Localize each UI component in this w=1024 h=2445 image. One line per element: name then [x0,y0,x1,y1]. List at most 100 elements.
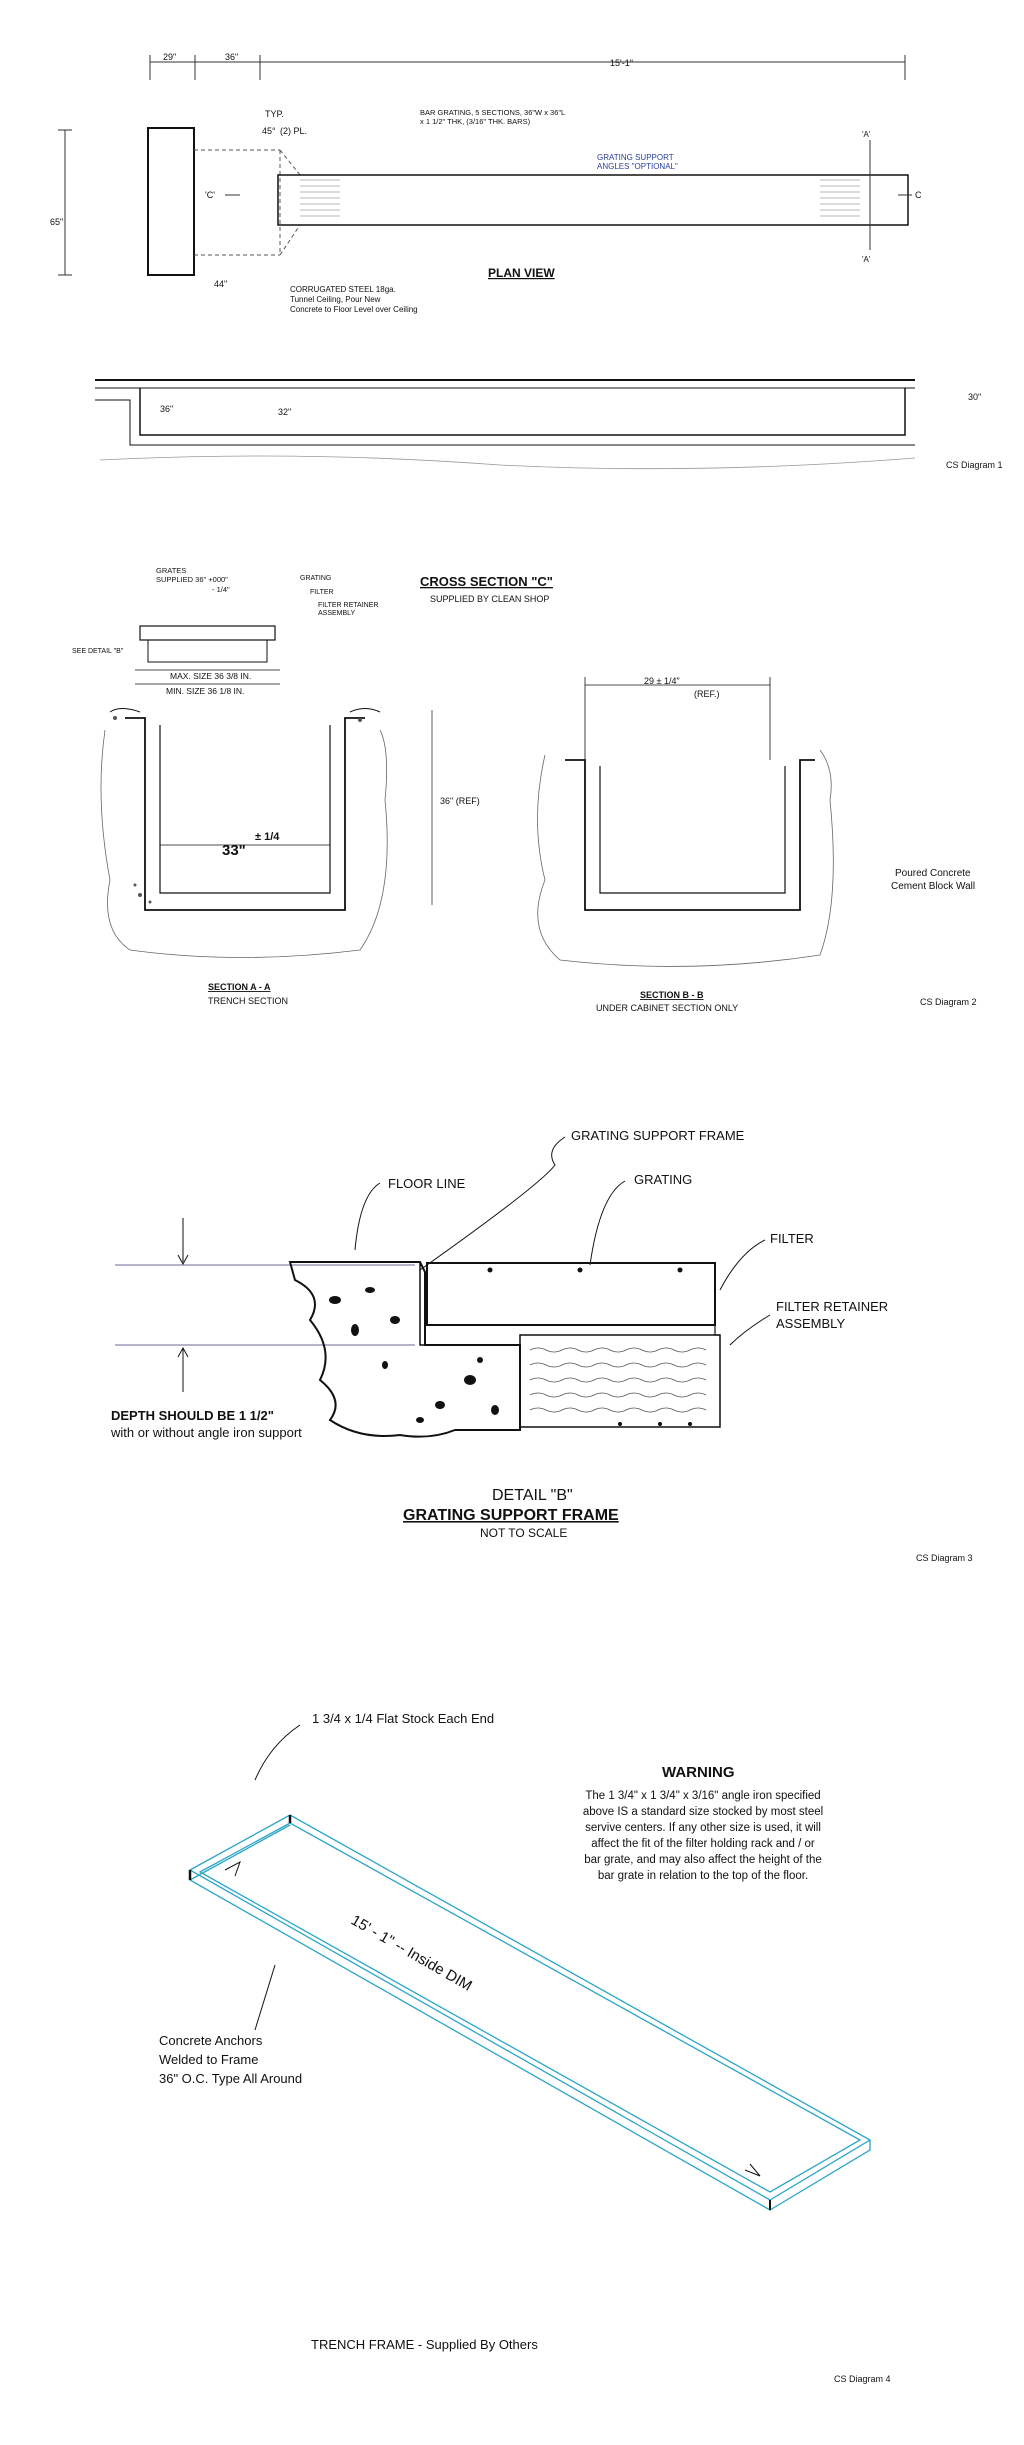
diagram-1-label: CS Diagram 1 [946,460,1003,470]
retainer-label-2: ASSEMBLY [318,610,356,617]
anchor-leader [254,1964,276,2031]
elevation-view [95,379,916,470]
trench-plan [277,174,909,226]
leader-lines [354,1136,771,1346]
grate-assembly [135,625,280,685]
section-marks [58,129,912,276]
grating-hatch [300,179,860,217]
dim-29-ref: 29 ± 1/4" [644,676,680,686]
retainer-label-3b: ASSEMBLY [776,1316,845,1331]
support-note-1: GRATING SUPPORT [597,153,674,162]
end-box [147,127,195,276]
warning-line-4: affect the fit of the filter holding rac… [591,1838,815,1850]
grating-dots [487,1267,692,1426]
grating-label: GRATING [300,575,331,582]
filter-label: FILTER [310,589,334,596]
section-bb-drawing [537,677,834,967]
dim-tolerance: ± 1/4 [255,831,280,843]
support-note-2: ANGLES "OPTIONAL" [597,162,678,171]
see-detail-label: SEE DETAIL "B" [72,648,124,655]
steel-note-1: CORRUGATED STEEL 18ga. [290,285,396,294]
dim-ref-label: (REF.) [694,689,720,699]
diagram-4-label: CS Diagram 4 [834,2374,891,2384]
detail-b-label: DETAIL "B" [492,1487,573,1504]
grating-note-1: BAR GRATING, 5 SECTIONS, 36"W x 36"L [420,108,565,117]
top-dimension-line [149,55,906,80]
dim-36: 36" [225,52,238,62]
warning-line-6: bar grate in relation to the top of the … [598,1870,808,1882]
warning-line-5: bar grate, and may also affect the heigh… [584,1854,822,1866]
cs-diagram-3: GRATING SUPPORT FRAME FLOOR LINE GRATING… [110,1128,973,1563]
section-aa-title: SECTION A - A [208,982,271,992]
flat-stock-label: 1 3/4 x 1/4 Flat Stock Each End [312,1711,494,1726]
warning-line-1: The 1 3/4" x 1 3/4" x 3/16" angle iron s… [585,1790,820,1802]
concrete-aggregate [329,1287,499,1423]
cs-diagram-4: 1 3/4 x 1/4 Flat Stock Each End WARNING … [159,1711,891,2384]
dashed-transition [194,149,301,256]
retainer-label-1: FILTER RETAINER [318,602,378,609]
dim-29: 29" [163,52,176,62]
dim-36-elev: 36" [160,404,173,414]
dim-65: 65" [50,217,63,227]
steel-note-2: Tunnel Ceiling, Pour New [290,295,381,304]
dim-33: 33" [222,842,246,859]
section-c-left: 'C' [205,190,215,200]
depth-note-1: DEPTH SHOULD BE 1 1/2" [111,1408,274,1423]
grates-note-3: - 1/4" [212,585,230,594]
detail-b-title: GRATING SUPPORT FRAME [403,1507,619,1524]
section-c-right: C [915,190,922,200]
dim-15-1: 15'-1" [610,58,633,68]
section-aa-subtitle: TRENCH SECTION [208,996,288,1006]
dim-36-ref: 36" (REF) [440,796,480,806]
min-size-label: MIN. SIZE 36 1/8 IN. [166,686,244,696]
anchors-note-3: 36" O.C. Type All Around [159,2071,302,2086]
cs-diagram-1: 29" 36" 15'-1" [50,52,1003,470]
cs-diagram-2: GRATES SUPPLIED 36" +000" - 1/4" GRATING… [72,566,977,1013]
diagram-3-label: CS Diagram 3 [916,1553,973,1563]
warning-line-3: servive centers. If any other size is us… [585,1822,821,1834]
inside-dim-arrow [224,1860,761,2177]
cross-section-subtitle: SUPPLIED BY CLEAN SHOP [430,594,549,604]
plan-view-title: PLAN VIEW [488,266,555,280]
depth-note-2: with or without angle iron support [110,1425,302,1440]
flat-stock-leader [254,1724,301,1781]
dim-32: 32" [278,407,291,417]
wall-note-1: Poured Concrete [895,868,971,879]
section-bb-subtitle: UNDER CABINET SECTION ONLY [596,1003,738,1013]
retainer-label-3a: FILTER RETAINER [776,1299,888,1314]
detail-b-drawing [288,1261,721,1438]
aggregate-texture [113,716,362,904]
max-size-label: MAX. SIZE 36 3/8 IN. [170,671,251,681]
angle-label: 45° [262,126,276,136]
trench-frame-drawing [188,1814,872,2212]
inside-dim-label: 15' - 1" -- Inside DIM [348,1912,475,1995]
filter-label-3: FILTER [770,1231,814,1246]
warning-line-2: above IS a standard size stocked by most… [583,1806,823,1818]
two-pl-label: (2) PL. [280,126,307,136]
detail-b-scale: NOT TO SCALE [480,1526,567,1540]
anchors-note-1: Concrete Anchors [159,2033,263,2048]
typ-label: TYP. [265,109,284,119]
steel-note-3: Concrete to Floor Level over Ceiling [290,305,418,314]
grating-label-3: GRATING [634,1172,692,1187]
anchors-note-2: Welded to Frame [159,2052,258,2067]
wall-note-2: Cement Block Wall [891,881,975,892]
depth-dimension [115,1218,415,1392]
dim-30: 30" [968,392,981,402]
warning-title: WARNING [662,1764,735,1781]
floor-line-label: FLOOR LINE [388,1176,466,1191]
section-aa-drawing [100,708,388,958]
filter-waves [529,1347,707,1413]
grates-note-2: SUPPLIED 36" +000" [156,575,228,584]
grates-note-1: GRATES [156,566,186,575]
section-bb-title: SECTION B - B [640,990,704,1000]
grating-note-2: x 1 1/2" THK, (3/16" THK. BARS) [420,117,531,126]
diagram-2-label: CS Diagram 2 [920,997,977,1007]
section-a-bottom: 'A' [862,255,871,264]
support-frame-label: GRATING SUPPORT FRAME [571,1128,745,1143]
cross-section-title: CROSS SECTION "C" [420,574,553,589]
dim-44: 44" [214,279,227,289]
trench-frame-label: TRENCH FRAME - Supplied By Others [311,2337,538,2352]
section-a-top: 'A' [862,130,871,139]
